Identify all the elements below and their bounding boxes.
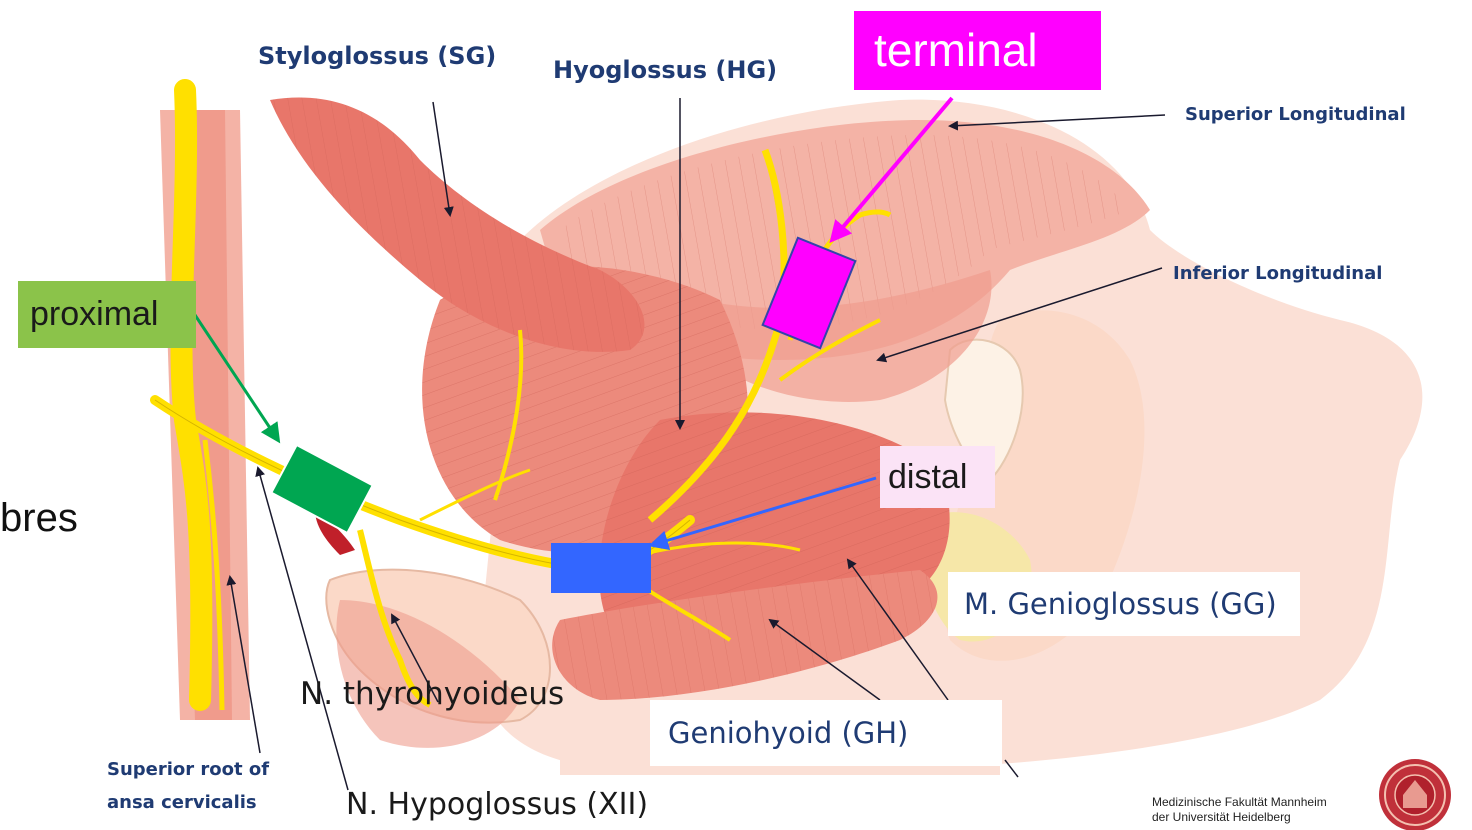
distal-label: distal: [880, 446, 995, 508]
faculty-line1: Medizinische Fakultät Mannheim: [1152, 795, 1327, 810]
styloglossus-label: Styloglossus (SG): [258, 42, 496, 70]
hyoglossus-label: Hyoglossus (HG): [553, 56, 777, 84]
geniohyoid-label: Geniohyoid (GH): [650, 700, 1002, 766]
cropped-text-fragment: bres: [0, 496, 78, 541]
superior-root-line1: Superior root of: [107, 753, 269, 786]
terminal-label: terminal: [854, 11, 1101, 90]
inferior-longitudinal-label: Inferior Longitudinal: [1173, 263, 1382, 284]
genioglossus-label: M. Genioglossus (GG): [948, 572, 1300, 636]
superior-root-label: Superior root of ansa cervicalis: [107, 753, 269, 819]
hypoglossus-label: N. Hypoglossus (XII): [346, 787, 648, 822]
superior-root-line2: ansa cervicalis: [107, 786, 269, 819]
superior-longitudinal-label: Superior Longitudinal: [1185, 104, 1406, 125]
faculty-line2: der Universität Heidelberg: [1152, 810, 1327, 825]
distal-marker: [551, 543, 651, 593]
thyrohyoideus-label: N. thyrohyoideus: [300, 676, 564, 712]
faculty-logo-text: Medizinische Fakultät Mannheim der Unive…: [1152, 795, 1327, 825]
university-seal-icon: [1379, 759, 1451, 830]
proximal-label: proximal: [18, 281, 196, 348]
proximal-marker: [271, 445, 372, 533]
